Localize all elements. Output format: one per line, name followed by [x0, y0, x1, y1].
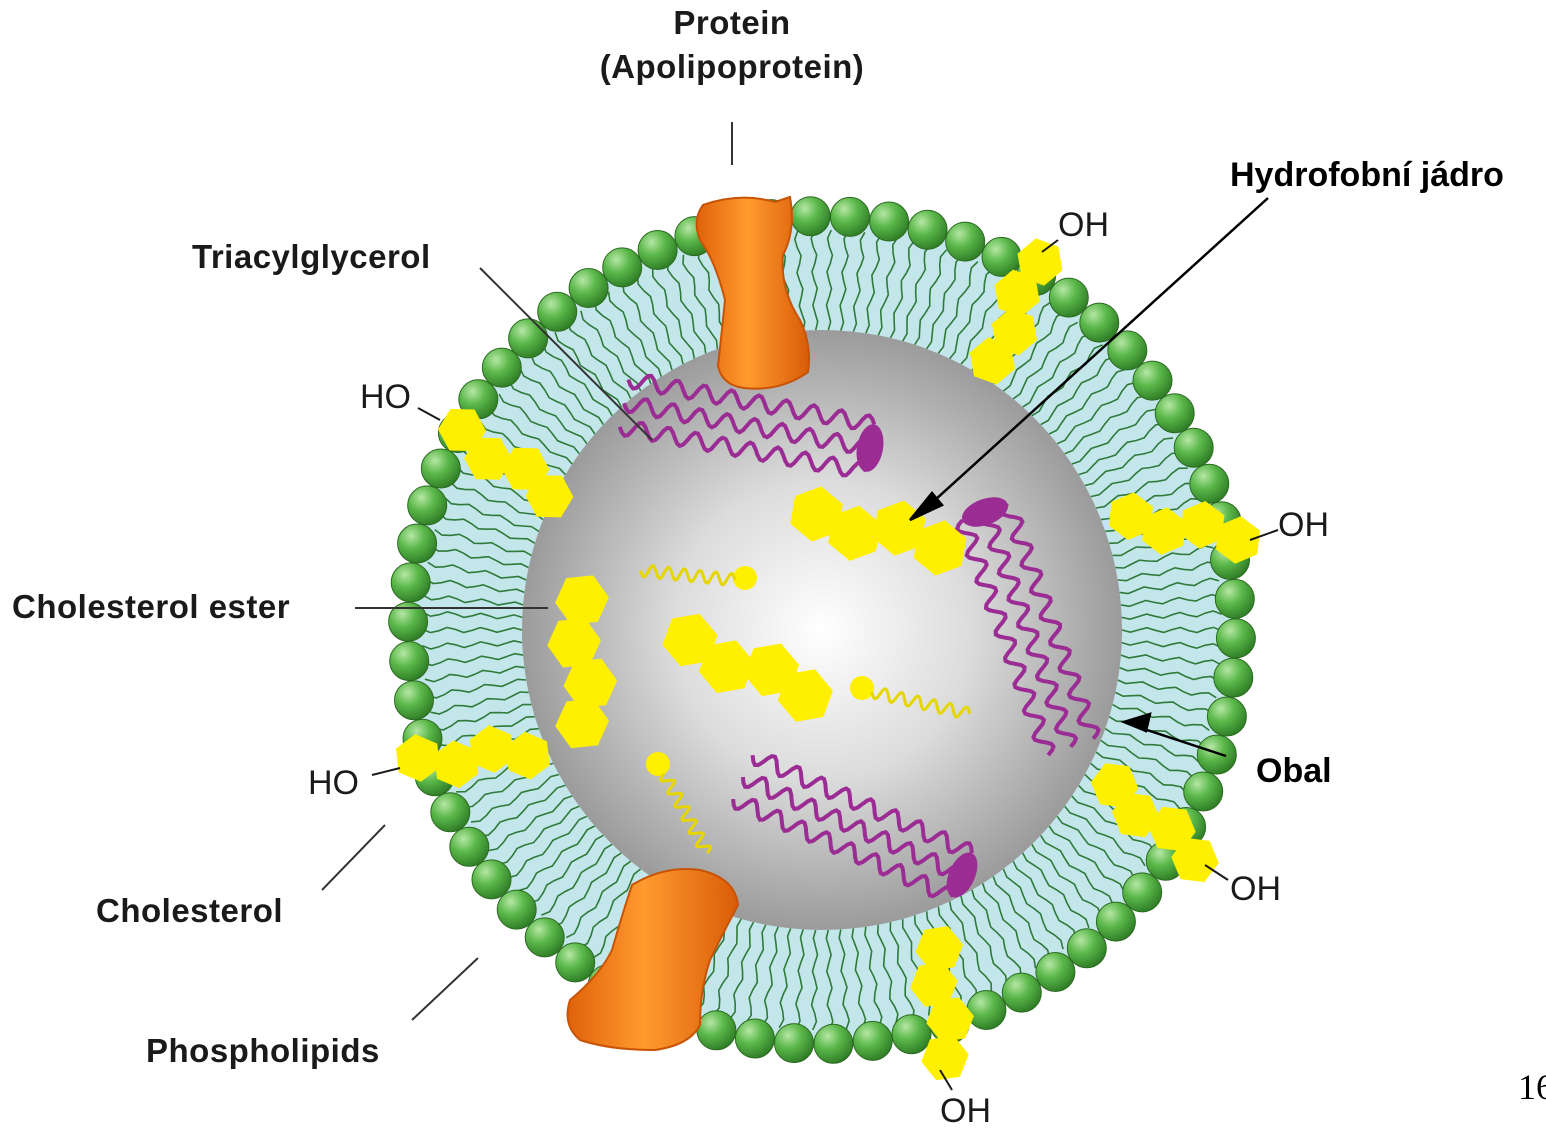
phospholipid-head: [1049, 278, 1088, 317]
phospholipid-head: [1197, 735, 1236, 774]
triacylglycerol-label: Triacylglycerol: [192, 238, 431, 276]
phospholipid-head: [1216, 619, 1255, 658]
phospholipid-head: [908, 210, 947, 249]
hydroxyl-label-lower-right: OH: [1230, 870, 1281, 909]
phospholipid-head: [1214, 658, 1253, 697]
hydroxyl-label-bottom: OH: [940, 1092, 991, 1131]
phospholipid-head: [450, 827, 489, 866]
phospholipid-head: [421, 449, 460, 488]
cholesterol-label: Cholesterol: [96, 892, 283, 930]
phospholipid-head: [1096, 902, 1135, 941]
phospholipid-head: [1067, 929, 1106, 968]
phospholipid-head: [472, 860, 511, 899]
phospholipid-head: [638, 231, 677, 270]
phospholipid-head: [603, 248, 642, 287]
phospholipid-head: [1036, 953, 1075, 992]
cholesterol-leader-line: [322, 825, 385, 890]
phospholipid-head: [482, 348, 521, 387]
hydroxyl-label-right: OH: [1278, 506, 1329, 545]
phospholipid-head: [1123, 873, 1162, 912]
shell-label: Obal: [1256, 752, 1332, 791]
phospholipid-head: [1215, 579, 1254, 618]
phospholipid-head: [1190, 464, 1229, 503]
hydroxyl-label-upper-left: HO: [360, 378, 411, 417]
phospholipid-head: [814, 1024, 853, 1063]
phospholipid-head: [569, 269, 608, 308]
phospholipid-head: [853, 1021, 892, 1060]
phospholipid-head: [1207, 697, 1246, 736]
phospholipid-head: [1174, 428, 1213, 467]
ester-link: [850, 676, 874, 700]
phospholipid-head: [1184, 772, 1223, 811]
phospholipid-head: [390, 642, 429, 681]
phospholipid-head: [1080, 303, 1119, 342]
phospholipid-head: [831, 197, 870, 236]
cholesterol-ester-label: Cholesterol ester: [12, 588, 290, 626]
phospholipid-head: [775, 1024, 814, 1063]
phospholipid-head: [967, 991, 1006, 1030]
phospholipid-head: [538, 292, 577, 331]
ester-link: [646, 752, 670, 776]
phospholipid-head: [509, 319, 548, 358]
phospholipid-head: [870, 202, 909, 241]
phospholipid-head: [1133, 361, 1172, 400]
phospholipid-head: [735, 1019, 774, 1058]
phospholipid-head: [431, 793, 470, 832]
hydrophobic-core-label: Hydrofobní jádro: [1230, 156, 1504, 195]
protein-label-line1: Protein: [562, 4, 902, 42]
phospholipid-head: [391, 563, 430, 602]
hydroxyl-label-upper-right: OH: [1058, 206, 1109, 245]
protein-label: Protein (Apolipoprotein): [562, 4, 902, 86]
phospholipid-head: [791, 197, 830, 236]
phospholipid-head: [946, 222, 985, 261]
phospholipid-head: [497, 890, 536, 929]
phospholipid-head: [697, 1011, 736, 1050]
phospholipid-head: [1002, 973, 1041, 1012]
phospholipids-label: Phospholipids: [146, 1032, 380, 1070]
phospholipid-head: [398, 524, 437, 563]
page-number: 16: [1518, 1066, 1546, 1108]
phospholipids-leader-line: [412, 958, 478, 1020]
phospholipid-head: [395, 681, 434, 720]
hydroxyl-label-lower-left: HO: [308, 764, 359, 803]
phospholipid-head: [892, 1015, 931, 1054]
phospholipid-head: [525, 918, 564, 957]
phospholipid-head: [556, 943, 595, 982]
protein-label-line2: (Apolipoprotein): [562, 48, 902, 86]
phospholipid-head: [408, 486, 447, 525]
phospholipid-head: [1155, 394, 1194, 433]
ester-link: [733, 566, 757, 590]
